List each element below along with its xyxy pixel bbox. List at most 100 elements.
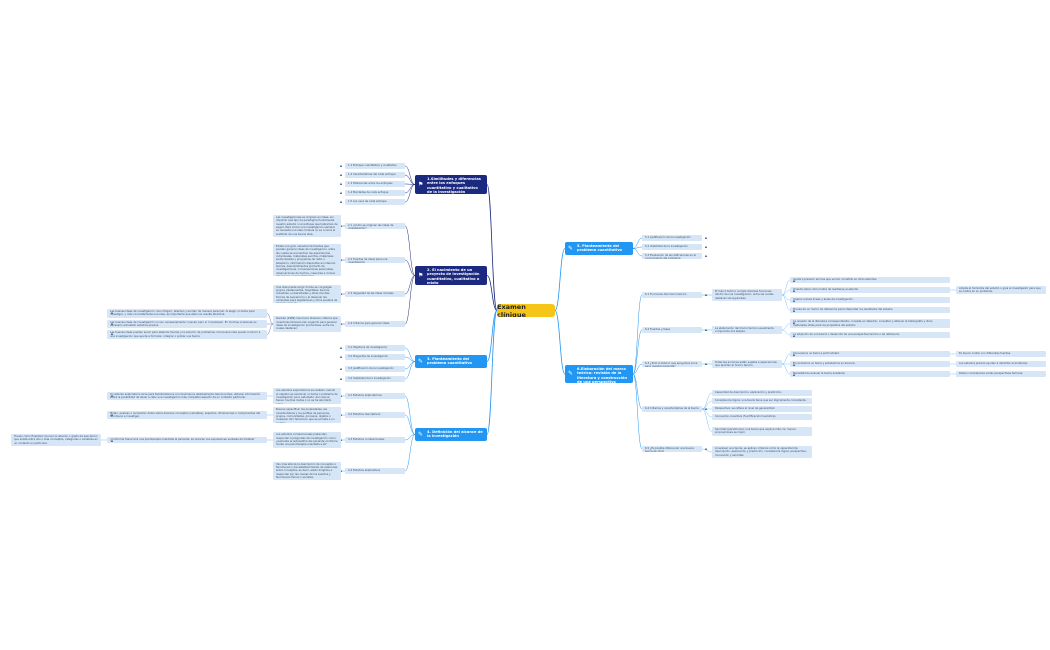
branch-child[interactable]: 5.3 Evaluación de las deficiencias en el… [642, 253, 702, 259]
branch-child[interactable]: 4.1 Estudios exploratorios [345, 393, 405, 399]
connector [701, 400, 713, 410]
branch-b3[interactable]: 3. Planteamiento del problema cuantitati… [415, 355, 487, 368]
node-label: Todas las acciones están sujetas a exper… [715, 360, 777, 367]
user-icon: ▲ [339, 376, 343, 381]
branch-b2[interactable]: 2. El nacimiento de un proyecto de inves… [415, 266, 487, 285]
branch-child[interactable]: 2.1 ¿Cómo se originan las ideas de inves… [345, 223, 405, 229]
sub-note: Necesitamos evaluar la teoría existente. [790, 371, 950, 377]
central-topic[interactable]: Examen clínique [497, 304, 555, 317]
node-label: 1.2 Características del cada enfoque [348, 173, 396, 176]
connector [632, 363, 643, 375]
branch-child[interactable]: 1.1 Enfoque cuantitativo y cualitativo [345, 163, 405, 169]
node-label: Los estudios exploratorios se realizan c… [276, 389, 338, 403]
node-label: La adopción de una teoría o desarrollo d… [793, 333, 900, 336]
node-label: Amplía el horizonte del estudio o guía a… [959, 286, 1041, 293]
node-label: 4.2 Estudios descriptivos [348, 413, 381, 416]
note-icon: ▲ [110, 438, 114, 443]
branch-child[interactable]: 1.5 Los usos de cada enfoque [345, 199, 405, 205]
branch-child[interactable]: 1.4 Bondades de cada enfoque [345, 190, 405, 196]
connector [781, 353, 791, 365]
branch-child[interactable]: 3.4 Viabilidad de la investigación [345, 376, 405, 382]
note-icon: ▲ [110, 411, 114, 417]
branch-child[interactable]: 6.5 ¿Es posible diferenciar una buena te… [642, 446, 702, 452]
node-label: Un estudio exploratorio sirve para famil… [110, 392, 261, 399]
connector [701, 448, 713, 453]
branch-b6[interactable]: 6.Elaboración del marco teórico: revisió… [565, 365, 633, 383]
sub-note: La adopción de una teoría o desarrollo d… [790, 332, 950, 338]
node-label: Existe una gran variedad de fuentes que … [276, 245, 336, 276]
node-label: 3. Planteamiento del problema cuantitati… [427, 357, 473, 366]
detail-note: Las investigaciones se originan en ideas… [273, 215, 341, 237]
branch-child[interactable]: 5.1 Justificación de la investigación [642, 235, 702, 241]
connector [404, 184, 416, 194]
node-label: 2.2 Fuentes de ideas para una investigac… [348, 258, 388, 263]
node-label: Las buenas ideas de investigación 'nos i… [110, 310, 255, 317]
branch-child[interactable]: 3.1 Objetivos de investigación [345, 345, 405, 351]
branch-child[interactable]: 1.3 Diferencias entre los enfoques [345, 181, 405, 187]
connector [404, 275, 416, 325]
detail-note: Los estudios exploratorios se realizan c… [273, 388, 341, 404]
connector [404, 259, 416, 276]
node-label: 3.3 Justificación de la investigación [348, 367, 394, 370]
branch-b1[interactable]: 1.Similitudes y diferencias entre los en… [415, 175, 487, 194]
connector [404, 184, 416, 203]
branch-child[interactable]: 5.2 Viabilidad de la investigación [642, 244, 702, 250]
node-label: Capacidad de descripción, explicación y … [715, 391, 783, 394]
note-icon: ▲ [110, 320, 114, 326]
connector [781, 363, 791, 375]
node-label: 2.1 ¿Cómo se originan las ideas de inves… [348, 224, 394, 229]
branch-child[interactable]: 2.3 Vaguedad de las ideas iniciales [345, 291, 405, 297]
detail-note: Todas las acciones están sujetas a exper… [712, 359, 782, 369]
branch-child[interactable]: 4.2 Estudios descriptivos [345, 412, 405, 418]
branch-child[interactable]: 2.4 Criterios para generar ideas [345, 321, 405, 327]
node-label: Las buenas ideas de investigación no son… [110, 320, 257, 327]
connector [632, 373, 643, 450]
detail-note: Existe una gran variedad de fuentes que … [273, 244, 341, 276]
branch-b4[interactable]: 4. Definición del alcance de la investig… [415, 428, 487, 441]
sub-sub-note: Los estudios previos ayudan a delimitar … [956, 361, 1046, 367]
detail-note: Los estudios correlacionales pretenden r… [273, 432, 341, 448]
node-label: Orienta sobre cómo habrá de realizarse e… [793, 288, 859, 291]
branch-child[interactable]: 6.4 Criterios y características de la te… [642, 406, 702, 412]
branch-child[interactable]: 4.3 Estudios correlacionales [345, 437, 405, 443]
sub-note: Encontramos un tema y estudiamos su alca… [790, 361, 950, 367]
connector [632, 237, 643, 249]
connector [781, 294, 791, 311]
node-label: La elaboración del marco teórico usualme… [715, 326, 774, 333]
node-label: Tienen como finalidad conocer la relació… [14, 435, 98, 445]
node-label: Van más allá de la descripción de concep… [276, 462, 338, 479]
user-icon: ▲ [339, 354, 343, 359]
node-label: Al evaluar una teoría, se aplican criter… [715, 447, 807, 457]
node-label: Las investigaciones se originan en ideas… [276, 216, 338, 236]
sub-note: Innovación-inventiva (fructificación heu… [712, 414, 812, 420]
node-label: 6.4 Criterios y características de la te… [645, 407, 699, 410]
branch-child[interactable]: 4.4 Estudios explicativos [345, 468, 405, 474]
connector [266, 323, 274, 335]
connector [781, 323, 791, 331]
branch-child[interactable]: 3.3 Justificación de la investigación [345, 366, 405, 372]
branch-child[interactable]: 2.2 Fuentes de ideas para una investigac… [345, 257, 405, 263]
branch-child[interactable]: 6.3 ¿Todo lo teórico que apoyemos sirve … [642, 361, 702, 367]
detail-note: El marco teórico cumple diversas funcion… [712, 289, 782, 301]
branch-child[interactable]: 6.1 Funciones del marco teórico [642, 292, 702, 298]
node-label: Perspectiva: se refiere al nivel de gene… [715, 407, 776, 410]
node-label: 4.1 Estudios exploratorios [348, 394, 382, 397]
node-label: Necesitamos evaluar la teoría existente. [793, 372, 846, 375]
node-label: Los estudios previos ayudan a delimitar … [959, 362, 1028, 365]
user-icon: ▲ [339, 345, 343, 350]
node-label: Inspira nuevas líneas y áreas de investi… [793, 298, 854, 301]
connector [632, 329, 643, 375]
node-label: 3.2 Preguntas de investigación [348, 355, 389, 358]
connector [781, 279, 791, 296]
branch-b5[interactable]: 5. Planteamiento del problema cuantitati… [565, 242, 633, 255]
branch-child[interactable]: 3.2 Preguntas de investigación [345, 354, 405, 360]
connector [404, 434, 416, 472]
connector [632, 294, 643, 375]
note-icon: ▲ [792, 333, 796, 338]
branch-child[interactable]: 6.2 Fuentes y fases [642, 327, 702, 333]
pencil-icon: ✎ [418, 430, 424, 438]
branch-child[interactable]: 1.2 Características del cada enfoque [345, 172, 405, 178]
node-label: 6.2 Fuentes y fases [645, 328, 671, 331]
user-icon: ▲ [339, 190, 343, 195]
